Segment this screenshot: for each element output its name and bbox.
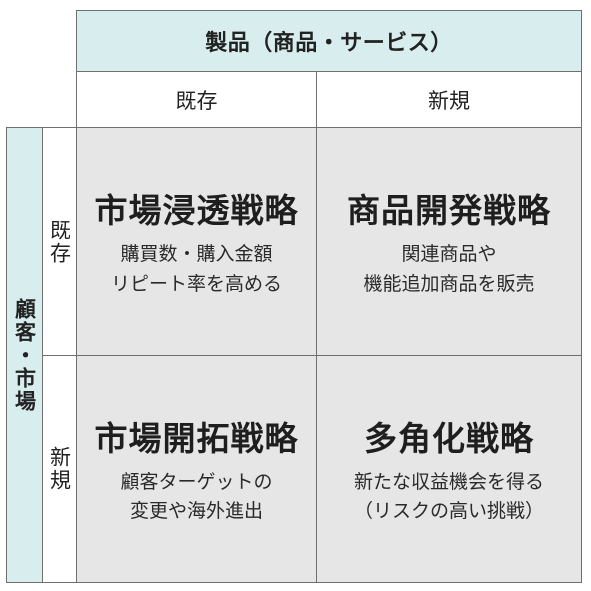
column-label-new: 新規 [428, 88, 470, 113]
strategy-title: 市場浸透戦略 [94, 191, 299, 231]
row-header-existing-market: 既存 [42, 127, 77, 356]
quadrant-market-penetration: 市場浸透戦略 購買数・購入金額 リピート率を高める [76, 127, 317, 356]
column-header-existing-product: 既存 [76, 71, 317, 128]
product-axis-label: 製品（商品・サービス） [205, 31, 453, 56]
strategy-description-line-2: （リスクの高い挑戦） [353, 500, 544, 522]
strategy-title: 多角化戦略 [364, 418, 534, 458]
row-label-new: 新規 [47, 446, 72, 492]
strategy-title: 市場開拓戦略 [94, 418, 299, 458]
quadrant-product-development: 商品開発戦略 関連商品や 機能追加商品を販売 [316, 127, 582, 356]
quadrant-market-development: 市場開拓戦略 顧客ターゲットの 変更や海外進出 [76, 355, 317, 583]
strategy-description-line-1: 新たな収益機会を得る [353, 470, 544, 493]
strategy-description-line-2: リピート率を高める [110, 272, 282, 295]
market-axis-label: 顧客・市場 [12, 297, 37, 413]
row-label-existing: 既存 [47, 218, 72, 265]
column-header-new-product: 新規 [316, 71, 582, 128]
strategy-description-line-1: 関連商品や [401, 243, 497, 266]
strategy-description-line-1: 購買数・購入金額 [120, 243, 273, 266]
quadrant-diversification: 多角化戦略 新たな収益機会を得る （リスクの高い挑戦） [316, 355, 582, 583]
strategy-description-line-2: 機能追加商品を販売 [363, 272, 535, 295]
strategy-description-line-2: 変更や海外進出 [129, 500, 263, 522]
market-axis-header: 顧客・市場 [6, 127, 43, 583]
strategy-title: 商品開発戦略 [347, 191, 551, 231]
product-axis-header: 製品（商品・サービス） [76, 10, 582, 72]
column-label-existing: 既存 [175, 88, 218, 113]
row-header-new-market: 新規 [42, 355, 77, 583]
strategy-description-line-1: 顧客ターゲットの [120, 470, 273, 493]
